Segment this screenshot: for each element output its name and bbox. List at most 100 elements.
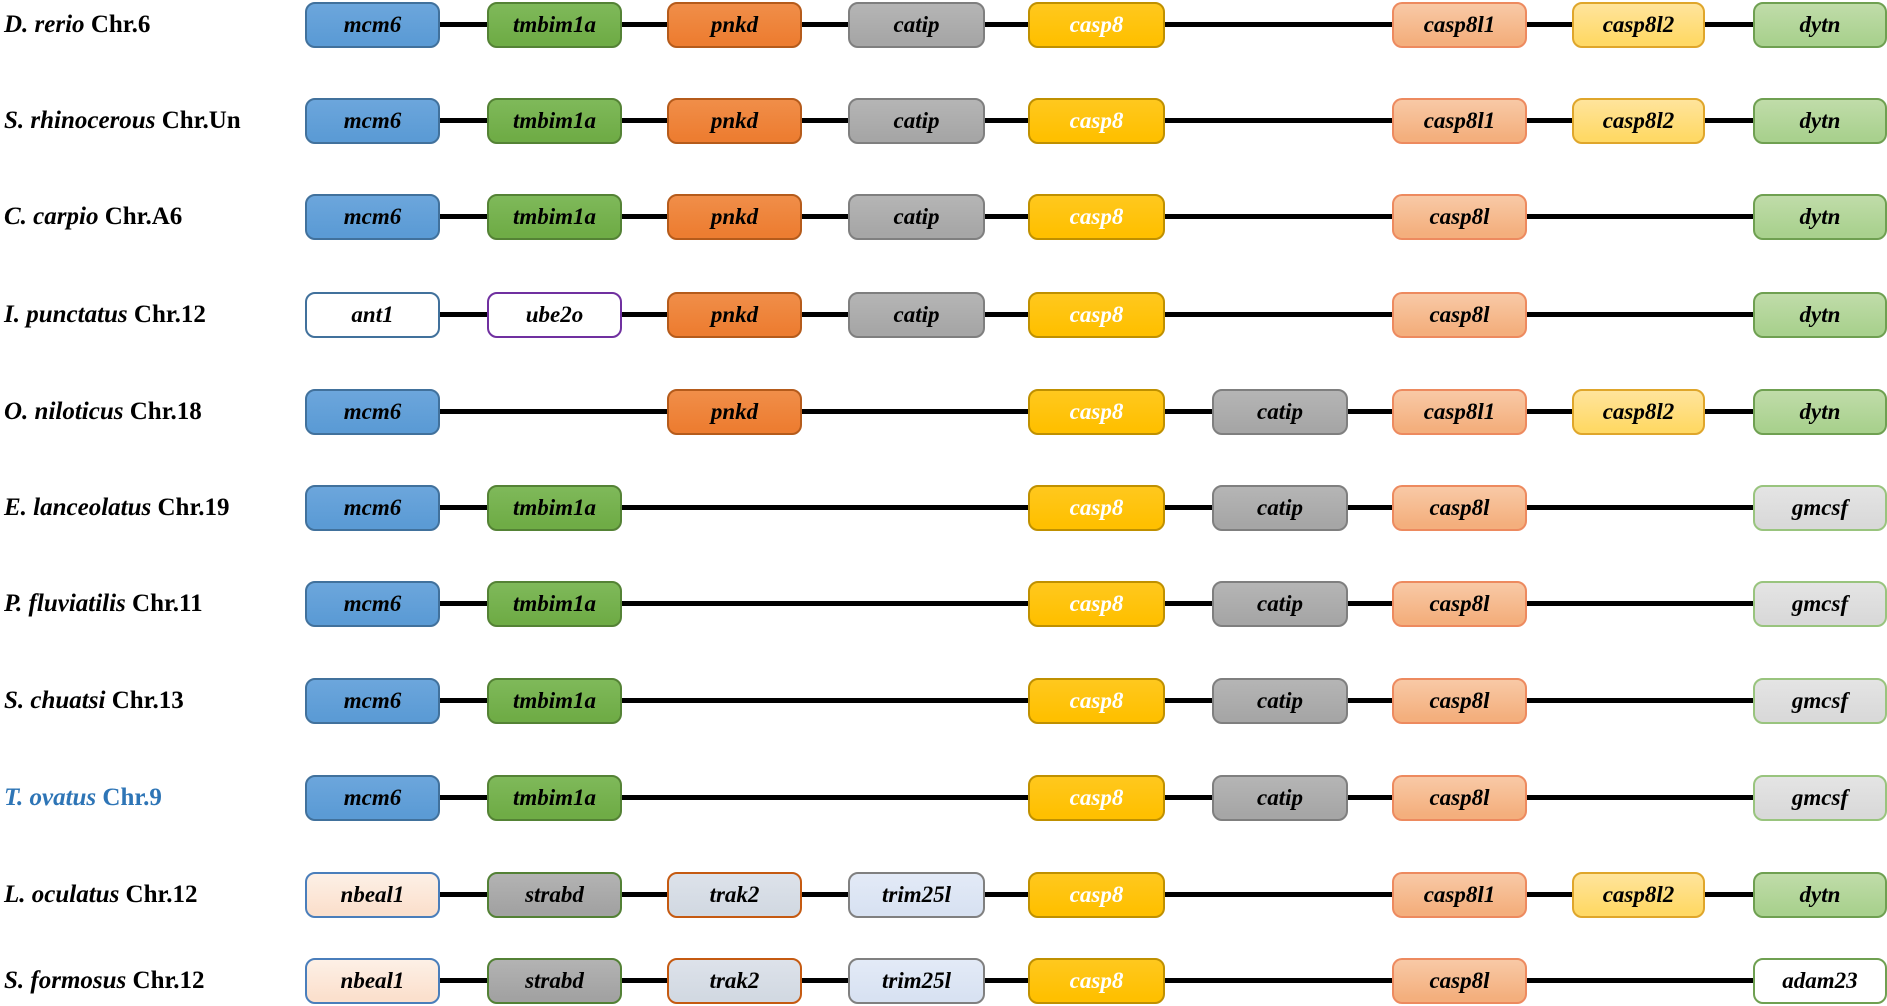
gene-label: casp8: [1069, 12, 1124, 37]
gene-label: casp8l: [1429, 495, 1490, 520]
gene-box-casp8l1: casp8l1: [1392, 98, 1527, 144]
gene-label: trak2: [709, 882, 760, 907]
chromosome-label: Chr.18: [123, 398, 202, 425]
gene-label: casp8l2: [1602, 882, 1675, 907]
gene-label: dytn: [1799, 108, 1841, 133]
species-label: E. lanceolatus Chr.19: [4, 485, 230, 531]
gene-box-casp8l: casp8l: [1392, 958, 1527, 1004]
gene-box-tmbim1a: tmbim1a: [487, 678, 622, 724]
gene-label: tmbim1a: [512, 688, 597, 713]
gene-box-strabd: strabd: [487, 958, 622, 1004]
gene-label: casp8: [1069, 302, 1124, 327]
gene-box-trim25l: trim25l: [848, 958, 985, 1004]
gene-box-catip: catip: [1212, 775, 1348, 821]
species-label: P. fluviatilis Chr.11: [4, 581, 203, 627]
gene-label: casp8l2: [1602, 399, 1675, 424]
gene-label: catip: [1257, 785, 1303, 810]
gene-box-mcm6: mcm6: [305, 775, 440, 821]
species-label: T. ovatus Chr.9: [4, 775, 162, 821]
gene-box-casp8l1: casp8l1: [1392, 2, 1527, 48]
chromosome-label: Chr.Un: [155, 107, 241, 134]
species-name: S. chuatsi: [4, 687, 106, 714]
species-name: T. ovatus: [4, 784, 97, 811]
gene-box-gmcsf: gmcsf: [1753, 678, 1887, 724]
species-name: L. oculatus: [4, 881, 120, 908]
gene-box-catip: catip: [1212, 485, 1348, 531]
gene-box-casp8l2: casp8l2: [1572, 2, 1705, 48]
gene-label: pnkd: [710, 302, 759, 327]
gene-label: mcm6: [343, 495, 402, 520]
gene-box-nbeal1: nbeal1: [305, 872, 440, 918]
gene-label: mcm6: [343, 108, 402, 133]
species-label: D. rerio Chr.6: [4, 2, 150, 48]
species-label: S. chuatsi Chr.13: [4, 678, 184, 724]
gene-label: adam23: [1782, 968, 1858, 993]
species-label: S. formosus Chr.12: [4, 958, 205, 1004]
gene-box-catip: catip: [848, 292, 985, 338]
gene-box-tmbim1a: tmbim1a: [487, 775, 622, 821]
gene-label: nbeal1: [340, 968, 405, 993]
gene-box-pnkd: pnkd: [667, 292, 802, 338]
gene-label: catip: [1257, 399, 1303, 424]
gene-label: casp8: [1069, 591, 1124, 616]
gene-label: casp8: [1069, 785, 1124, 810]
gene-label: mcm6: [343, 591, 402, 616]
species-name: O. niloticus: [4, 398, 124, 425]
gene-box-casp8: casp8: [1028, 194, 1165, 240]
gene-label: casp8l1: [1423, 882, 1496, 907]
gene-box-trim25l: trim25l: [848, 872, 985, 918]
gene-box-gmcsf: gmcsf: [1753, 775, 1887, 821]
gene-box-dytn: dytn: [1753, 194, 1887, 240]
gene-label: catip: [1257, 591, 1303, 616]
gene-box-catip: catip: [1212, 389, 1348, 435]
gene-label: pnkd: [710, 204, 759, 229]
gene-box-dytn: dytn: [1753, 98, 1887, 144]
gene-box-ant1: ant1: [305, 292, 440, 338]
species-name: S. rhinocerous: [4, 107, 156, 134]
gene-box-tmbim1a: tmbim1a: [487, 194, 622, 240]
chromosome-label: Chr.13: [105, 687, 184, 714]
gene-box-pnkd: pnkd: [667, 98, 802, 144]
gene-box-casp8: casp8: [1028, 98, 1165, 144]
gene-box-casp8: casp8: [1028, 2, 1165, 48]
gene-label: gmcsf: [1791, 688, 1849, 713]
gene-label: casp8l: [1429, 785, 1490, 810]
gene-label: casp8l2: [1602, 108, 1675, 133]
gene-label: strabd: [525, 882, 584, 907]
gene-label: pnkd: [710, 108, 759, 133]
gene-box-casp8l2: casp8l2: [1572, 389, 1705, 435]
gene-box-tmbim1a: tmbim1a: [487, 98, 622, 144]
gene-label: trim25l: [881, 968, 951, 993]
chromosome-label: Chr.19: [151, 494, 230, 521]
species-label: C. carpio Chr.A6: [4, 194, 182, 240]
gene-box-gmcsf: gmcsf: [1753, 581, 1887, 627]
gene-box-casp8: casp8: [1028, 389, 1165, 435]
species-name: C. carpio: [4, 203, 99, 230]
gene-label: dytn: [1799, 399, 1841, 424]
gene-label: catip: [1257, 688, 1303, 713]
gene-box-casp8l1: casp8l1: [1392, 872, 1527, 918]
gene-box-casp8: casp8: [1028, 292, 1165, 338]
gene-box-catip: catip: [1212, 678, 1348, 724]
species-label: O. niloticus Chr.18: [4, 389, 202, 435]
gene-box-casp8l: casp8l: [1392, 581, 1527, 627]
gene-label: casp8: [1069, 968, 1124, 993]
chromosome-label: Chr.12: [119, 881, 198, 908]
gene-label: catip: [1257, 495, 1303, 520]
gene-box-mcm6: mcm6: [305, 98, 440, 144]
gene-box-casp8l: casp8l: [1392, 194, 1527, 240]
gene-box-tmbim1a: tmbim1a: [487, 2, 622, 48]
species-name: P. fluviatilis: [4, 590, 126, 617]
gene-box-catip: catip: [1212, 581, 1348, 627]
gene-label: casp8l2: [1602, 12, 1675, 37]
species-name: E. lanceolatus: [4, 494, 152, 521]
gene-box-nbeal1: nbeal1: [305, 958, 440, 1004]
gene-label: mcm6: [343, 204, 402, 229]
gene-label: nbeal1: [340, 882, 405, 907]
gene-box-mcm6: mcm6: [305, 194, 440, 240]
gene-label: mcm6: [343, 399, 402, 424]
gene-label: casp8l: [1429, 688, 1490, 713]
gene-label: tmbim1a: [512, 108, 597, 133]
gene-box-catip: catip: [848, 2, 985, 48]
gene-label: mcm6: [343, 688, 402, 713]
